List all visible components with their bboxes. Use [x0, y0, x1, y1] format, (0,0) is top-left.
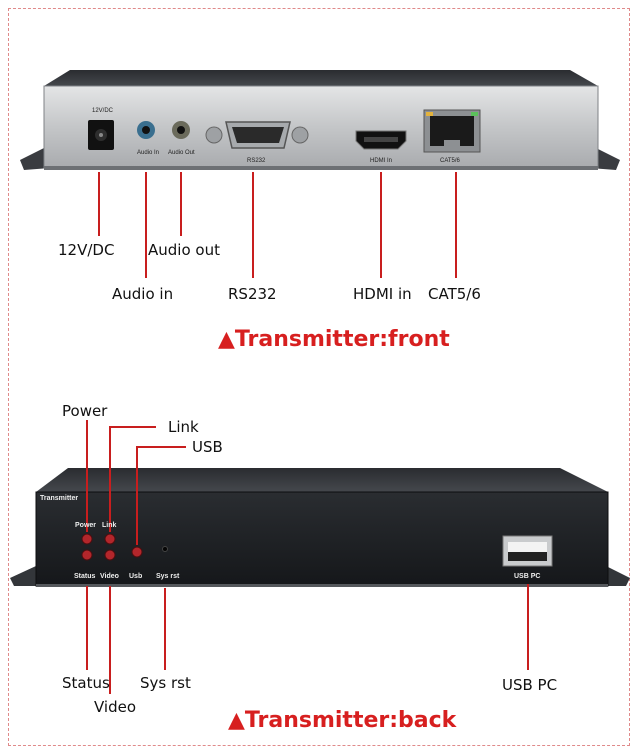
- caption-front: ▲Transmitter:front: [218, 327, 450, 352]
- status-led: [81, 549, 93, 561]
- usb-led: [131, 546, 143, 558]
- power-led: [81, 533, 93, 545]
- label-audio-out: Audio out: [148, 241, 220, 259]
- device-text-link: Link: [102, 522, 117, 529]
- label-hdmi-in: HDMI in: [353, 285, 412, 303]
- device-text-video: Video: [100, 573, 119, 580]
- device-text-usb-pc: USB PC: [514, 573, 541, 580]
- front-left-flange: [20, 148, 50, 170]
- label-cat5-6: CAT5/6: [428, 285, 481, 303]
- label-rs232: RS232: [228, 285, 277, 303]
- back-leader-lines: [86, 420, 529, 694]
- device-text-sys-rst: Sys rst: [156, 573, 180, 580]
- front-leader-lines: [98, 172, 457, 278]
- label-power: Power: [62, 402, 108, 420]
- back-left-flange: [10, 566, 42, 586]
- link-led: [104, 533, 116, 545]
- back-device: [10, 468, 630, 587]
- label-sys-rst: Sys rst: [140, 674, 191, 692]
- front-top-cover: [44, 70, 598, 86]
- label-video: Video: [94, 698, 137, 716]
- label-usb: USB: [192, 438, 223, 456]
- reset-hole: [162, 546, 168, 552]
- label-audio-in: Audio in: [112, 285, 174, 303]
- caption-back: ▲Transmitter:back: [228, 708, 457, 733]
- device-text-cat: CAT5/6: [440, 158, 460, 164]
- label-status: Status: [62, 674, 110, 692]
- video-led: [104, 549, 116, 561]
- device-text-audio-out: Audio Out: [168, 150, 195, 156]
- label-usb-pc: USB PC: [502, 676, 558, 694]
- device-text-rs232: RS232: [247, 158, 266, 164]
- device-text-status: Status: [74, 573, 96, 580]
- dashed-border: [8, 8, 630, 746]
- back-top-cover: [36, 468, 608, 492]
- label-12v-dc: 12V/DC: [58, 241, 115, 259]
- front-device: [20, 70, 620, 170]
- device-text-audio-in: Audio In: [137, 150, 160, 156]
- device-text-brand: Transmitter: [40, 495, 79, 502]
- label-link: Link: [168, 418, 199, 436]
- device-text-dc: 12V/DC: [92, 108, 114, 114]
- device-text-power: Power: [75, 522, 97, 529]
- device-text-usb: Usb: [129, 573, 143, 580]
- front-panel: [43, 85, 599, 169]
- device-text-hdmi: HDMI In: [370, 158, 393, 164]
